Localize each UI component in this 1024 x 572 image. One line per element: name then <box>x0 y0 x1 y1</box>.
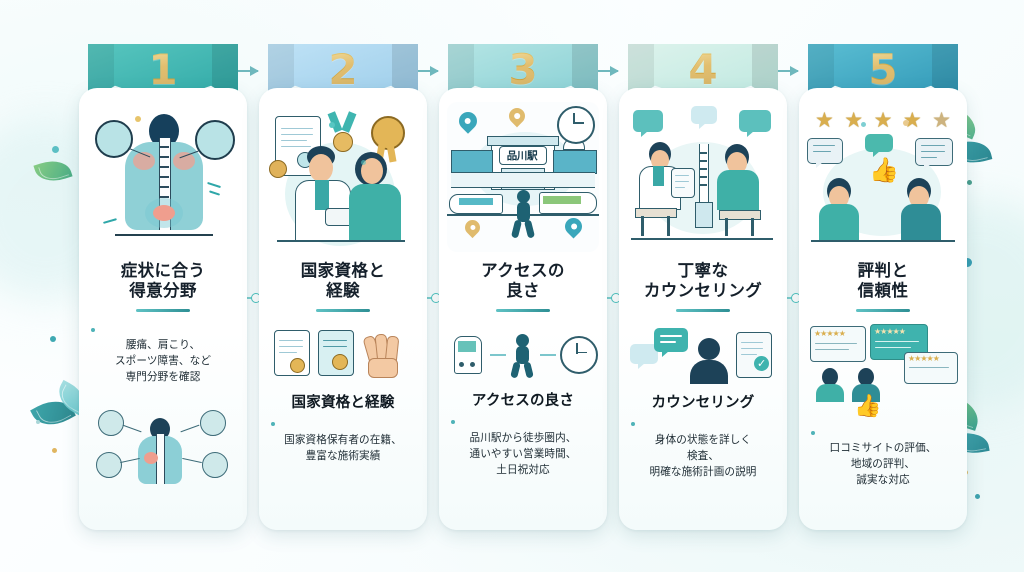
step-title-line2: カウンセリング <box>643 281 763 301</box>
dot-decoration <box>963 258 972 267</box>
review-bubble-icon <box>865 134 893 157</box>
step-title-line2: 経験 <box>326 281 360 301</box>
step-bullet-2: 国家資格保有者の在籍、 豊富な施術実績 <box>267 417 419 465</box>
speech-bubble-icon <box>691 106 717 129</box>
certificate-medal-hands-icons <box>268 322 418 392</box>
step-bullet-text: 口コミサイトの評価、 地域の評判、 誠実な対応 <box>829 442 937 487</box>
title-rule <box>316 308 370 312</box>
back-pain-spine-illustration <box>87 102 239 252</box>
step-bullet-1: 腰痛、肩こり、 スポーツ障害、など 専門分野を確認 <box>87 323 239 387</box>
therapists-with-certificates-illustration <box>267 102 419 252</box>
step-subtitle-4: カウンセリング <box>651 394 755 411</box>
step-subtitle-3: アクセスの良さ <box>471 392 575 409</box>
step-number-3: 3 <box>508 45 538 94</box>
title-rule <box>136 308 190 312</box>
map-pin-icon <box>505 104 529 128</box>
step-title-line2: 信頼性 <box>857 281 909 301</box>
step-bullet-4: 身体の状態を詳しく 検査、 明確な施術計画の説明 <box>627 417 779 481</box>
dot-decoration <box>52 146 59 153</box>
counseling-session-illustration <box>627 102 779 252</box>
dot-decoration <box>975 494 980 499</box>
step-title-line1: アクセスの <box>481 261 565 280</box>
body-pain-points-illustration <box>88 400 238 496</box>
step-number-5: 5 <box>868 45 898 94</box>
step-title-4: 丁寧な カウンセリング <box>628 261 778 302</box>
step-title-line1: 丁寧な <box>677 261 729 280</box>
thumbs-up-icon: 👍 <box>869 156 899 184</box>
step-title-line1: 評判と <box>857 261 909 280</box>
step-title-3: アクセスの 良さ <box>448 261 598 302</box>
station-sign <box>499 146 547 165</box>
dot-decoration <box>52 448 57 453</box>
map-pin-icon <box>455 108 481 134</box>
step-number-1: 1 <box>148 45 178 94</box>
zoom-detail-circle <box>195 120 235 160</box>
speech-bubble-icon <box>630 343 658 369</box>
step-number-4: 4 <box>688 45 718 94</box>
step-card-5[interactable]: ★ ★ ★ ★ ★ 👍 <box>799 88 967 530</box>
title-rule <box>856 308 910 312</box>
step-bullet-text: 品川駅から徒歩圏内、 通いやすい営業時間、 土日祝対応 <box>469 431 577 476</box>
step-title-5: 評判と 信頼性 <box>808 261 958 302</box>
step-title-line2: 得意分野 <box>129 281 197 301</box>
step-title-2: 国家資格と 経験 <box>268 261 418 302</box>
title-rule <box>676 308 730 312</box>
map-pin-icon <box>461 216 484 239</box>
step-card-2[interactable]: 国家資格と 経験 国家資格と経験 国家資格保有者の在籍、 豊富な施術実績 <box>259 88 427 530</box>
speech-bubble-icon <box>654 327 688 357</box>
step-title-line1: 症状に合う <box>120 261 206 280</box>
speech-bubble-person-document-icons: ✓ <box>628 322 778 392</box>
station-sign-label: 品川駅 <box>506 149 538 162</box>
thumbs-up-icon: 👍 <box>854 393 882 419</box>
star-rating: ★ ★ ★ ★ ★ <box>815 108 951 132</box>
speech-bubble-icon <box>633 110 663 137</box>
step-number-2: 2 <box>328 45 358 94</box>
five-star-reviews-illustration: ★ ★ ★ ★ ★ 👍 <box>807 102 959 252</box>
clock-icon <box>557 106 595 144</box>
dot-decoration <box>967 180 972 185</box>
step-bullet-text: 国家資格保有者の在籍、 豊富な施術実績 <box>284 433 402 462</box>
step-card-3[interactable]: 品川駅 <box>439 88 607 530</box>
zoom-detail-circle <box>95 120 133 158</box>
shinagawa-station-trains-illustration: 品川駅 <box>447 102 599 252</box>
title-rule <box>496 308 550 312</box>
map-pin-icon <box>561 214 586 239</box>
step-bullet-5: 口コミサイトの評価、 地域の評判、 誠実な対応 <box>807 426 959 490</box>
step-card-4[interactable]: 丁寧な カウンセリング ✓ カウンセリング 身体の状態を詳しく 検査、 明確な施… <box>619 88 787 530</box>
step-bullet-3: 品川駅から徒歩圏内、 通いやすい営業時間、 土日祝対応 <box>447 415 599 479</box>
dot-decoration <box>50 336 56 342</box>
speech-bubble-icon <box>739 110 771 137</box>
step-bullet-text: 腰痛、肩こり、 スポーツ障害、など 専門分野を確認 <box>114 339 212 384</box>
step-card-1[interactable]: 症状に合う 得意分野 腰痛、肩こり、 スポーツ障害、など 専門分野を確認 <box>79 88 247 530</box>
review-cards-thumbs-up-icons: ★★★★★ ★★★★★ ★★★★★ 👍 <box>808 323 958 424</box>
dot-decoration <box>36 420 40 424</box>
step-title-line2: 良さ <box>506 281 540 301</box>
step-title-line1: 国家資格と <box>300 261 386 280</box>
step-bullet-text: 身体の状態を詳しく 検査、 明確な施術計画の説明 <box>649 433 757 478</box>
train-walking-clock-icons <box>448 322 598 390</box>
clock-icon <box>560 335 598 374</box>
step-title-1: 症状に合う 得意分野 <box>88 261 238 302</box>
step-subtitle-2: 国家資格と経験 <box>291 394 395 411</box>
